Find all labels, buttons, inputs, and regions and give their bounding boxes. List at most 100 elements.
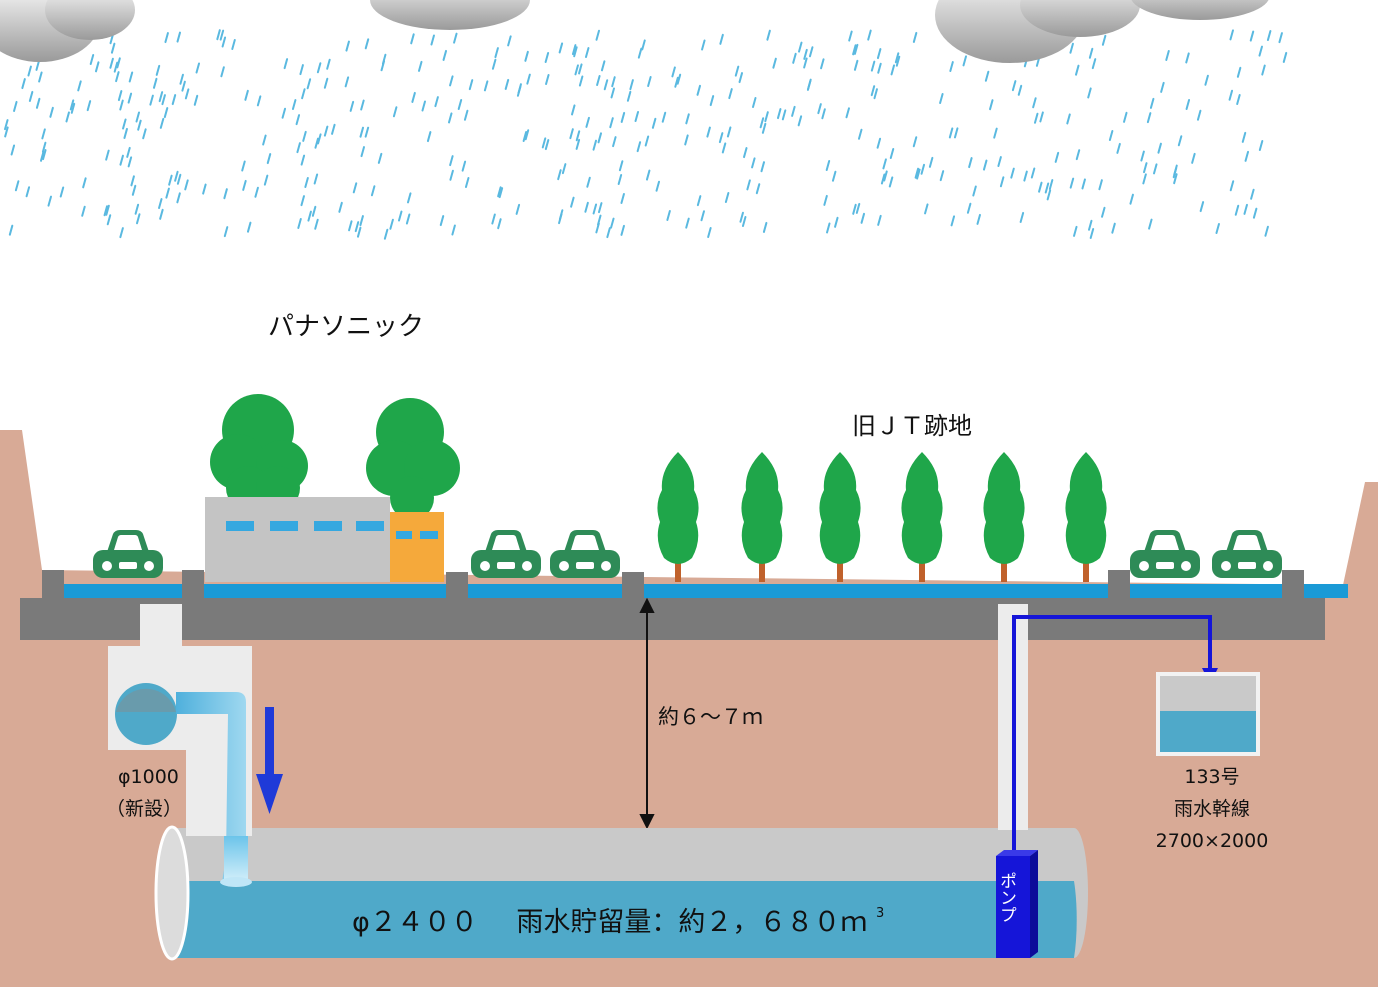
rain-drop xyxy=(781,109,787,121)
rain-drop xyxy=(314,137,319,149)
rain-drop xyxy=(41,141,47,153)
rain-drop xyxy=(634,110,640,122)
branch-pipe-size-label: φ1000 xyxy=(118,766,179,788)
rain-drop xyxy=(195,62,201,74)
rain-drop xyxy=(348,220,353,232)
rain-drop xyxy=(806,79,812,91)
rain-drop xyxy=(912,31,918,43)
rain-drop xyxy=(301,88,306,100)
rain-drop xyxy=(497,218,502,230)
rain-drop xyxy=(1282,51,1288,63)
rain-drop xyxy=(989,99,994,111)
rain-drop xyxy=(498,187,504,199)
rain-drop xyxy=(49,106,54,118)
rain-drop xyxy=(953,127,959,139)
rain-drop xyxy=(263,174,269,186)
rain-drop xyxy=(603,79,609,91)
rain-drop xyxy=(1241,131,1247,143)
rain-drop xyxy=(1033,112,1039,124)
rain-drop xyxy=(354,221,360,233)
rain-drop xyxy=(491,213,496,225)
rain-drop xyxy=(434,96,439,108)
rain-drop xyxy=(202,183,207,195)
rain-drop xyxy=(541,137,547,149)
rain-drop xyxy=(1153,163,1158,175)
building-windows xyxy=(226,521,438,539)
rain-drop xyxy=(39,150,45,162)
rain-drop xyxy=(1129,193,1134,205)
rain-drop xyxy=(797,115,803,127)
tree xyxy=(819,452,861,582)
rain-drop xyxy=(221,36,227,48)
rain-drop xyxy=(610,87,616,99)
rain-drop xyxy=(674,76,679,88)
rain-drop xyxy=(1111,222,1116,234)
car xyxy=(471,530,541,578)
rain-drop xyxy=(772,57,777,69)
rain-drop xyxy=(10,144,16,156)
rain-drop xyxy=(283,58,289,70)
rain-drop xyxy=(948,127,954,139)
pump-label: ポンプ xyxy=(996,872,1016,923)
rain-drop xyxy=(939,92,944,104)
rain-drop xyxy=(890,64,896,76)
rain-drop xyxy=(1048,179,1054,191)
rain-drop xyxy=(821,108,826,120)
rain-drop xyxy=(545,73,550,85)
tree xyxy=(901,452,943,582)
rain-drop xyxy=(853,43,859,55)
rain-drop xyxy=(522,130,528,142)
rain-drop xyxy=(449,169,454,181)
branch-pipe-note-label: （新設） xyxy=(106,798,182,820)
trunk-number-label: 133号 xyxy=(1184,766,1239,788)
rain-drop xyxy=(666,209,671,221)
site-name-label: 旧ＪＴ跡地 xyxy=(852,412,972,440)
rain-drop xyxy=(291,99,297,111)
building-annex xyxy=(390,512,444,582)
rain-drop xyxy=(223,188,228,200)
rain-drop xyxy=(135,111,141,123)
branch-water-flow xyxy=(176,692,246,882)
cloud-left xyxy=(0,0,135,62)
rain-drop xyxy=(168,174,173,186)
rain-drop xyxy=(853,59,859,71)
rain-drop xyxy=(1019,211,1025,223)
rain-drop xyxy=(597,132,603,144)
rain-drop xyxy=(517,83,522,95)
building-main xyxy=(205,497,390,582)
rain-drop xyxy=(912,136,918,148)
rain-drop xyxy=(524,129,530,141)
rain-drop xyxy=(845,107,850,119)
rain-drop xyxy=(684,134,689,146)
rain-drop xyxy=(894,52,900,64)
rain-drop xyxy=(575,138,581,150)
rain-drop xyxy=(612,136,617,148)
rain-drop xyxy=(1278,32,1283,44)
rain-drop xyxy=(575,130,581,142)
rain-drop xyxy=(820,58,825,70)
rain-drop xyxy=(1196,109,1202,121)
rain-drop xyxy=(158,198,163,210)
rain-drop xyxy=(352,182,358,194)
manhole-shaft xyxy=(140,604,182,646)
rain-drop xyxy=(164,32,169,44)
rain-drop xyxy=(137,119,142,131)
rain-drop xyxy=(982,159,988,171)
rain-drop xyxy=(877,62,882,74)
rain-drop xyxy=(873,88,878,100)
rain-drop xyxy=(1088,219,1093,231)
cloud-middle xyxy=(370,0,530,30)
rain-drop xyxy=(1185,52,1190,64)
rain-drop xyxy=(597,214,602,226)
rain-drop xyxy=(155,64,161,76)
rain-drop xyxy=(570,196,575,208)
rain-drop xyxy=(721,142,727,154)
rain-drop xyxy=(119,99,124,111)
rain-drop xyxy=(759,117,765,129)
rain-drop xyxy=(611,76,616,88)
rain-drop xyxy=(383,228,389,240)
rain-drop xyxy=(1229,180,1235,192)
rain-drop xyxy=(1264,225,1269,237)
rain-drop xyxy=(256,95,262,107)
rain-drop xyxy=(174,170,179,182)
